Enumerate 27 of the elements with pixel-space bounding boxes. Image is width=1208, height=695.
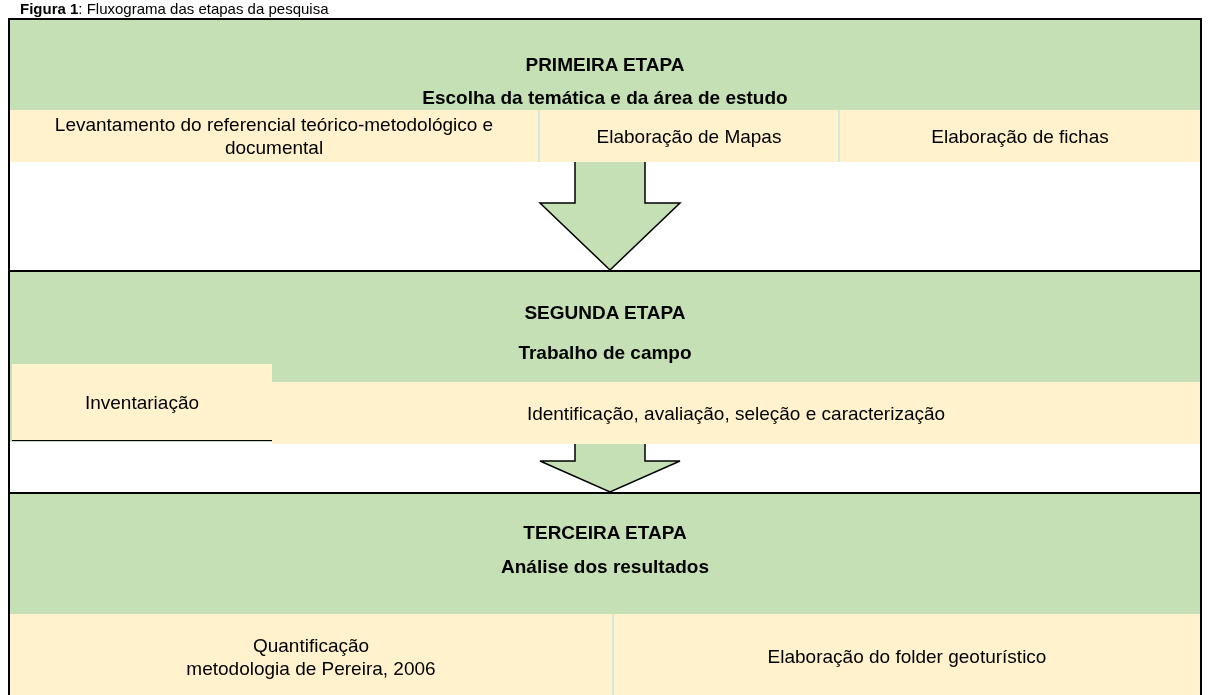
stage-band	[10, 270, 1200, 442]
stage-title: SEGUNDA ETAPA	[523, 302, 687, 324]
task-text: Elaboração do folder geoturístico	[767, 645, 1047, 668]
stage-band	[10, 492, 1200, 695]
block-arrow	[538, 161, 682, 272]
task-text: Identificação, avaliação, seleção e caracterização	[526, 401, 946, 425]
task-text: metodologia de Pereira, 2006	[186, 656, 436, 680]
task-cell	[540, 110, 840, 162]
stage-subtitle: Trabalho de campo	[517, 342, 693, 364]
task-cell	[10, 110, 540, 162]
figure-title: Figura 1: Fluxograma das etapas da pesquisa	[20, 0, 329, 17]
task-cell	[12, 364, 272, 441]
stage-subtitle: Análise dos resultados	[500, 556, 710, 578]
task-text: Inventariação	[84, 390, 200, 414]
stage-subtitle: Escolha da temática e da área de estudo	[421, 87, 789, 109]
task-text: Quantificação	[252, 633, 370, 657]
block-arrow	[539, 441, 681, 493]
stage-band	[10, 20, 1200, 162]
task-cell	[840, 110, 1200, 162]
task-cell	[272, 382, 1200, 444]
stage-title: PRIMEIRA ETAPA	[524, 54, 686, 76]
task-cell	[614, 614, 1200, 695]
task-text: Elaboração de fichas	[931, 124, 1109, 148]
task-text: Levantamento do referencial teórico-metodológico e documental	[53, 113, 495, 159]
task-cell	[10, 614, 614, 695]
task-text: Elaboração de Mapas	[596, 124, 782, 148]
stage-title: TERCEIRA ETAPA	[522, 522, 688, 544]
